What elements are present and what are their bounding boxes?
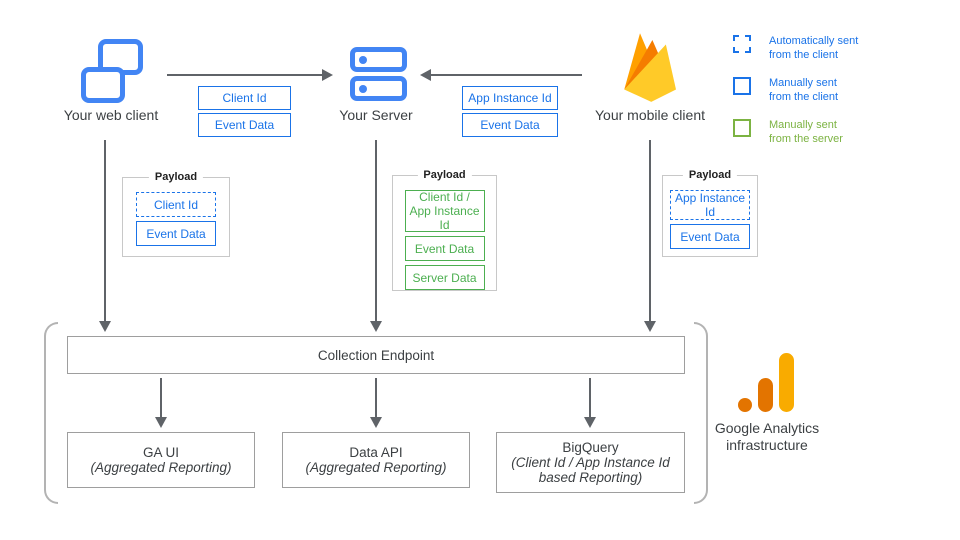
data-api-box: Data API (Aggregated Reporting) bbox=[282, 432, 470, 488]
legend-label: Manually sent from the server bbox=[769, 119, 843, 145]
server-icon bbox=[350, 47, 408, 103]
arrow-mobile-to-server bbox=[420, 69, 582, 81]
client-id-tag: Client Id bbox=[198, 86, 291, 110]
web-client-icon-front-window bbox=[81, 67, 125, 103]
server-icon-rack-top bbox=[350, 47, 407, 72]
web-to-server-tags: Client Id Event Data bbox=[198, 86, 291, 137]
legend-label: Automatically sent from the client bbox=[769, 35, 859, 61]
solid-blue-swatch bbox=[733, 77, 751, 95]
arrow-endpoint-to-data-api bbox=[370, 378, 382, 428]
ga-ui-subtitle: (Aggregated Reporting) bbox=[90, 460, 232, 475]
legend-item-manual-server: Manually sent from the server bbox=[733, 119, 843, 146]
arrow-endpoint-to-ga-ui bbox=[155, 378, 167, 428]
server-data-tag: Server Data bbox=[404, 265, 485, 290]
web-client-icon bbox=[81, 38, 145, 104]
bigquery-box: BigQuery (Client Id / App Instance Id ba… bbox=[496, 432, 685, 493]
app-instance-id-dashed-tag: App Instance Id bbox=[670, 190, 750, 220]
payload-title: Payload bbox=[417, 169, 472, 181]
event-data-tag: Event Data bbox=[670, 224, 750, 249]
arrow-web-to-server bbox=[167, 69, 333, 81]
legend-label: Manually sent from the client bbox=[769, 77, 839, 103]
arrow-web-to-endpoint bbox=[99, 140, 111, 332]
mobile-to-server-tags: App Instance Id Event Data bbox=[462, 86, 558, 137]
bigquery-subtitle: (Client Id / App Instance Id based Repor… bbox=[511, 455, 670, 485]
server-payload: Payload Client Id / App Instance Id Even… bbox=[392, 169, 497, 291]
client-id-dashed-tag: Client Id bbox=[136, 192, 216, 217]
legend-item-auto-client: Automatically sent from the client bbox=[733, 35, 858, 62]
event-data-tag: Event Data bbox=[462, 113, 558, 137]
infrastructure-label: Google Analytics infrastructure bbox=[714, 420, 820, 453]
infrastructure-bracket-right bbox=[694, 322, 708, 504]
payload-title: Payload bbox=[148, 171, 204, 183]
mobile-payload: Payload App Instance Id Event Data bbox=[662, 169, 758, 257]
event-data-tag: Event Data bbox=[198, 113, 291, 137]
web-payload: Payload Client Id Event Data bbox=[122, 171, 230, 257]
event-data-tag: Event Data bbox=[136, 221, 216, 246]
arrow-endpoint-to-bigquery bbox=[584, 378, 596, 428]
web-client-label: Your web client bbox=[63, 107, 159, 123]
server-icon-rack-bottom bbox=[350, 76, 407, 101]
server-label: Your Server bbox=[339, 107, 413, 123]
infrastructure-bracket-left bbox=[44, 322, 58, 504]
app-instance-id-tag: App Instance Id bbox=[462, 86, 558, 110]
ga-logo-dot bbox=[738, 398, 752, 412]
payload-title: Payload bbox=[682, 169, 738, 181]
dashed-blue-swatch bbox=[733, 35, 751, 53]
arrow-mobile-to-endpoint bbox=[644, 140, 656, 332]
collection-endpoint-box: Collection Endpoint bbox=[67, 336, 685, 374]
arrow-server-to-endpoint bbox=[370, 140, 382, 332]
mobile-client-label: Your mobile client bbox=[595, 107, 705, 123]
google-analytics-icon bbox=[738, 353, 796, 412]
legend-item-manual-client: Manually sent from the client bbox=[733, 77, 838, 104]
data-api-title: Data API bbox=[349, 445, 403, 460]
solid-green-swatch bbox=[733, 119, 751, 137]
collection-endpoint-label: Collection Endpoint bbox=[317, 347, 435, 363]
data-api-subtitle: (Aggregated Reporting) bbox=[305, 460, 447, 475]
bigquery-title: BigQuery bbox=[562, 440, 619, 455]
ga-ui-title: GA UI bbox=[142, 445, 179, 460]
ga-logo-medium-bar bbox=[758, 378, 773, 412]
client-id-app-instance-id-tag: Client Id / App Instance Id bbox=[404, 190, 485, 232]
event-data-tag: Event Data bbox=[404, 236, 485, 261]
ga-ui-box: GA UI (Aggregated Reporting) bbox=[67, 432, 255, 488]
ga-logo-tall-bar bbox=[779, 353, 794, 412]
firebase-icon bbox=[624, 33, 676, 102]
